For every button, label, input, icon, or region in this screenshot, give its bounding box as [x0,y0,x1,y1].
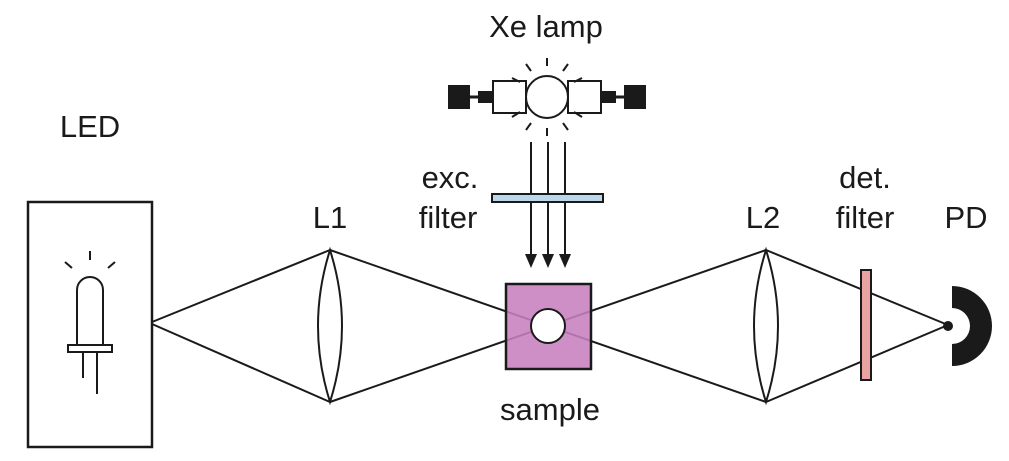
led-label: LED [60,109,120,144]
lens-l1 [317,246,343,406]
sample-beam-window [530,308,566,344]
detection-filter [860,269,872,381]
photodiode-icon [943,286,992,366]
det-filter-label-line2: filter [836,200,895,235]
led-icon [64,251,116,394]
xe-lamp-icon [448,75,646,119]
exc-filter-label-line1: exc. [422,160,479,195]
pd-label: PD [944,200,987,235]
excitation-filter [491,193,604,203]
xe-lamp-label: Xe lamp [489,9,603,44]
sample-label: sample [500,392,600,427]
l1-label: L1 [313,200,347,235]
det-filter-label-line1: det. [839,160,891,195]
led-housing [26,200,154,449]
l2-label: L2 [746,200,780,235]
exc-filter-label-line2: filter [419,200,478,235]
lens-l2 [753,246,779,406]
lamp-glow-rays [511,58,583,136]
excitation-beams [525,142,571,268]
